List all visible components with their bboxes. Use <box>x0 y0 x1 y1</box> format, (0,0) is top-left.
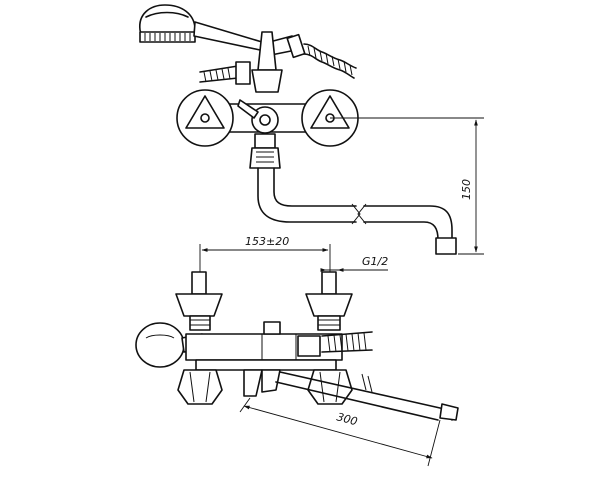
left-inlet-front <box>175 271 223 331</box>
shower-head-nozzles <box>144 33 191 41</box>
spout-top-view <box>257 167 457 255</box>
middle-lever <box>243 369 281 397</box>
left-lower-handle <box>177 369 223 405</box>
dimension-outlet-height: 150 <box>330 117 484 255</box>
dimension-thread: G1/2 <box>320 255 388 272</box>
shower-head <box>139 4 263 51</box>
hose-coil-front <box>321 331 373 353</box>
mixer-body-front <box>185 321 343 371</box>
right-inlet-front <box>305 271 353 331</box>
dimension-inlet-spacing-label: 153±20 <box>245 235 289 248</box>
dimension-spout-length-label: 300 <box>335 410 359 428</box>
diverter-lever <box>251 31 283 93</box>
top-view: 150 <box>139 4 484 255</box>
shower-hose-top <box>261 33 357 79</box>
outlet-nut-top <box>249 133 281 169</box>
dimension-outlet-height-label: 150 <box>460 179 473 200</box>
left-valve-handle-top <box>176 89 234 147</box>
dimension-inlet-spacing: 153±20 <box>199 235 331 290</box>
hose-coil-left <box>199 61 251 85</box>
dimension-spout-length: 300 <box>239 397 441 467</box>
spout-front <box>275 371 459 421</box>
diverter-knob <box>237 99 279 134</box>
dimension-thread-label: G1/2 <box>362 255 388 268</box>
front-view: 153±20 G1/2 <box>135 235 459 467</box>
